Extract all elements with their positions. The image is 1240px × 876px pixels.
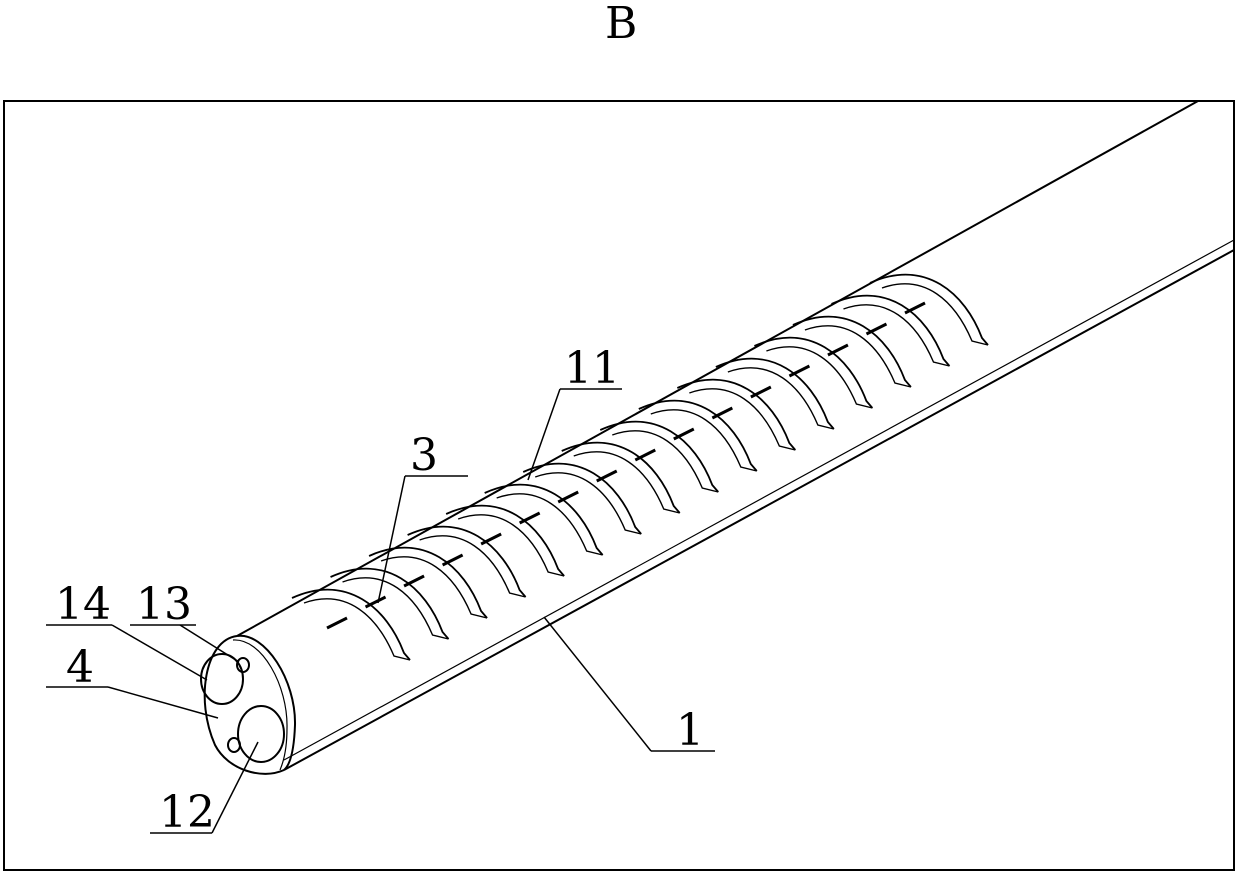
slot-pin bbox=[674, 429, 694, 439]
slot-pin bbox=[712, 408, 732, 418]
drawing-frame bbox=[4, 101, 1234, 870]
label-14: 14 bbox=[55, 579, 111, 630]
label-13: 13 bbox=[136, 579, 192, 630]
slot-pin bbox=[789, 366, 809, 376]
slot-pin bbox=[751, 387, 771, 397]
figure-title: B bbox=[605, 0, 637, 49]
slot-rib bbox=[292, 590, 410, 660]
label-4: 4 bbox=[66, 642, 94, 693]
slot-pin bbox=[866, 324, 886, 334]
slot-pin bbox=[481, 534, 501, 544]
label-1: 1 bbox=[676, 705, 704, 756]
small-hole-bottom bbox=[228, 738, 240, 752]
label-11: 11 bbox=[564, 343, 620, 394]
slot-ribs bbox=[292, 275, 988, 660]
slot-pin bbox=[635, 450, 655, 460]
slot-pin bbox=[327, 618, 347, 628]
slot-pin bbox=[828, 345, 848, 355]
slot-pin bbox=[597, 471, 617, 481]
slot-pin bbox=[366, 597, 386, 607]
slot-pin bbox=[443, 555, 463, 565]
end-face bbox=[201, 636, 295, 774]
slot-pin bbox=[558, 492, 578, 502]
label-3: 3 bbox=[410, 430, 438, 481]
label-12: 12 bbox=[159, 787, 215, 838]
slot-pin bbox=[905, 303, 925, 313]
slot-pin bbox=[520, 513, 540, 523]
reference-labels: 14 13 4 12 3 11 1 bbox=[55, 343, 704, 838]
center-hole bbox=[238, 706, 284, 762]
slot-pin bbox=[404, 576, 424, 586]
